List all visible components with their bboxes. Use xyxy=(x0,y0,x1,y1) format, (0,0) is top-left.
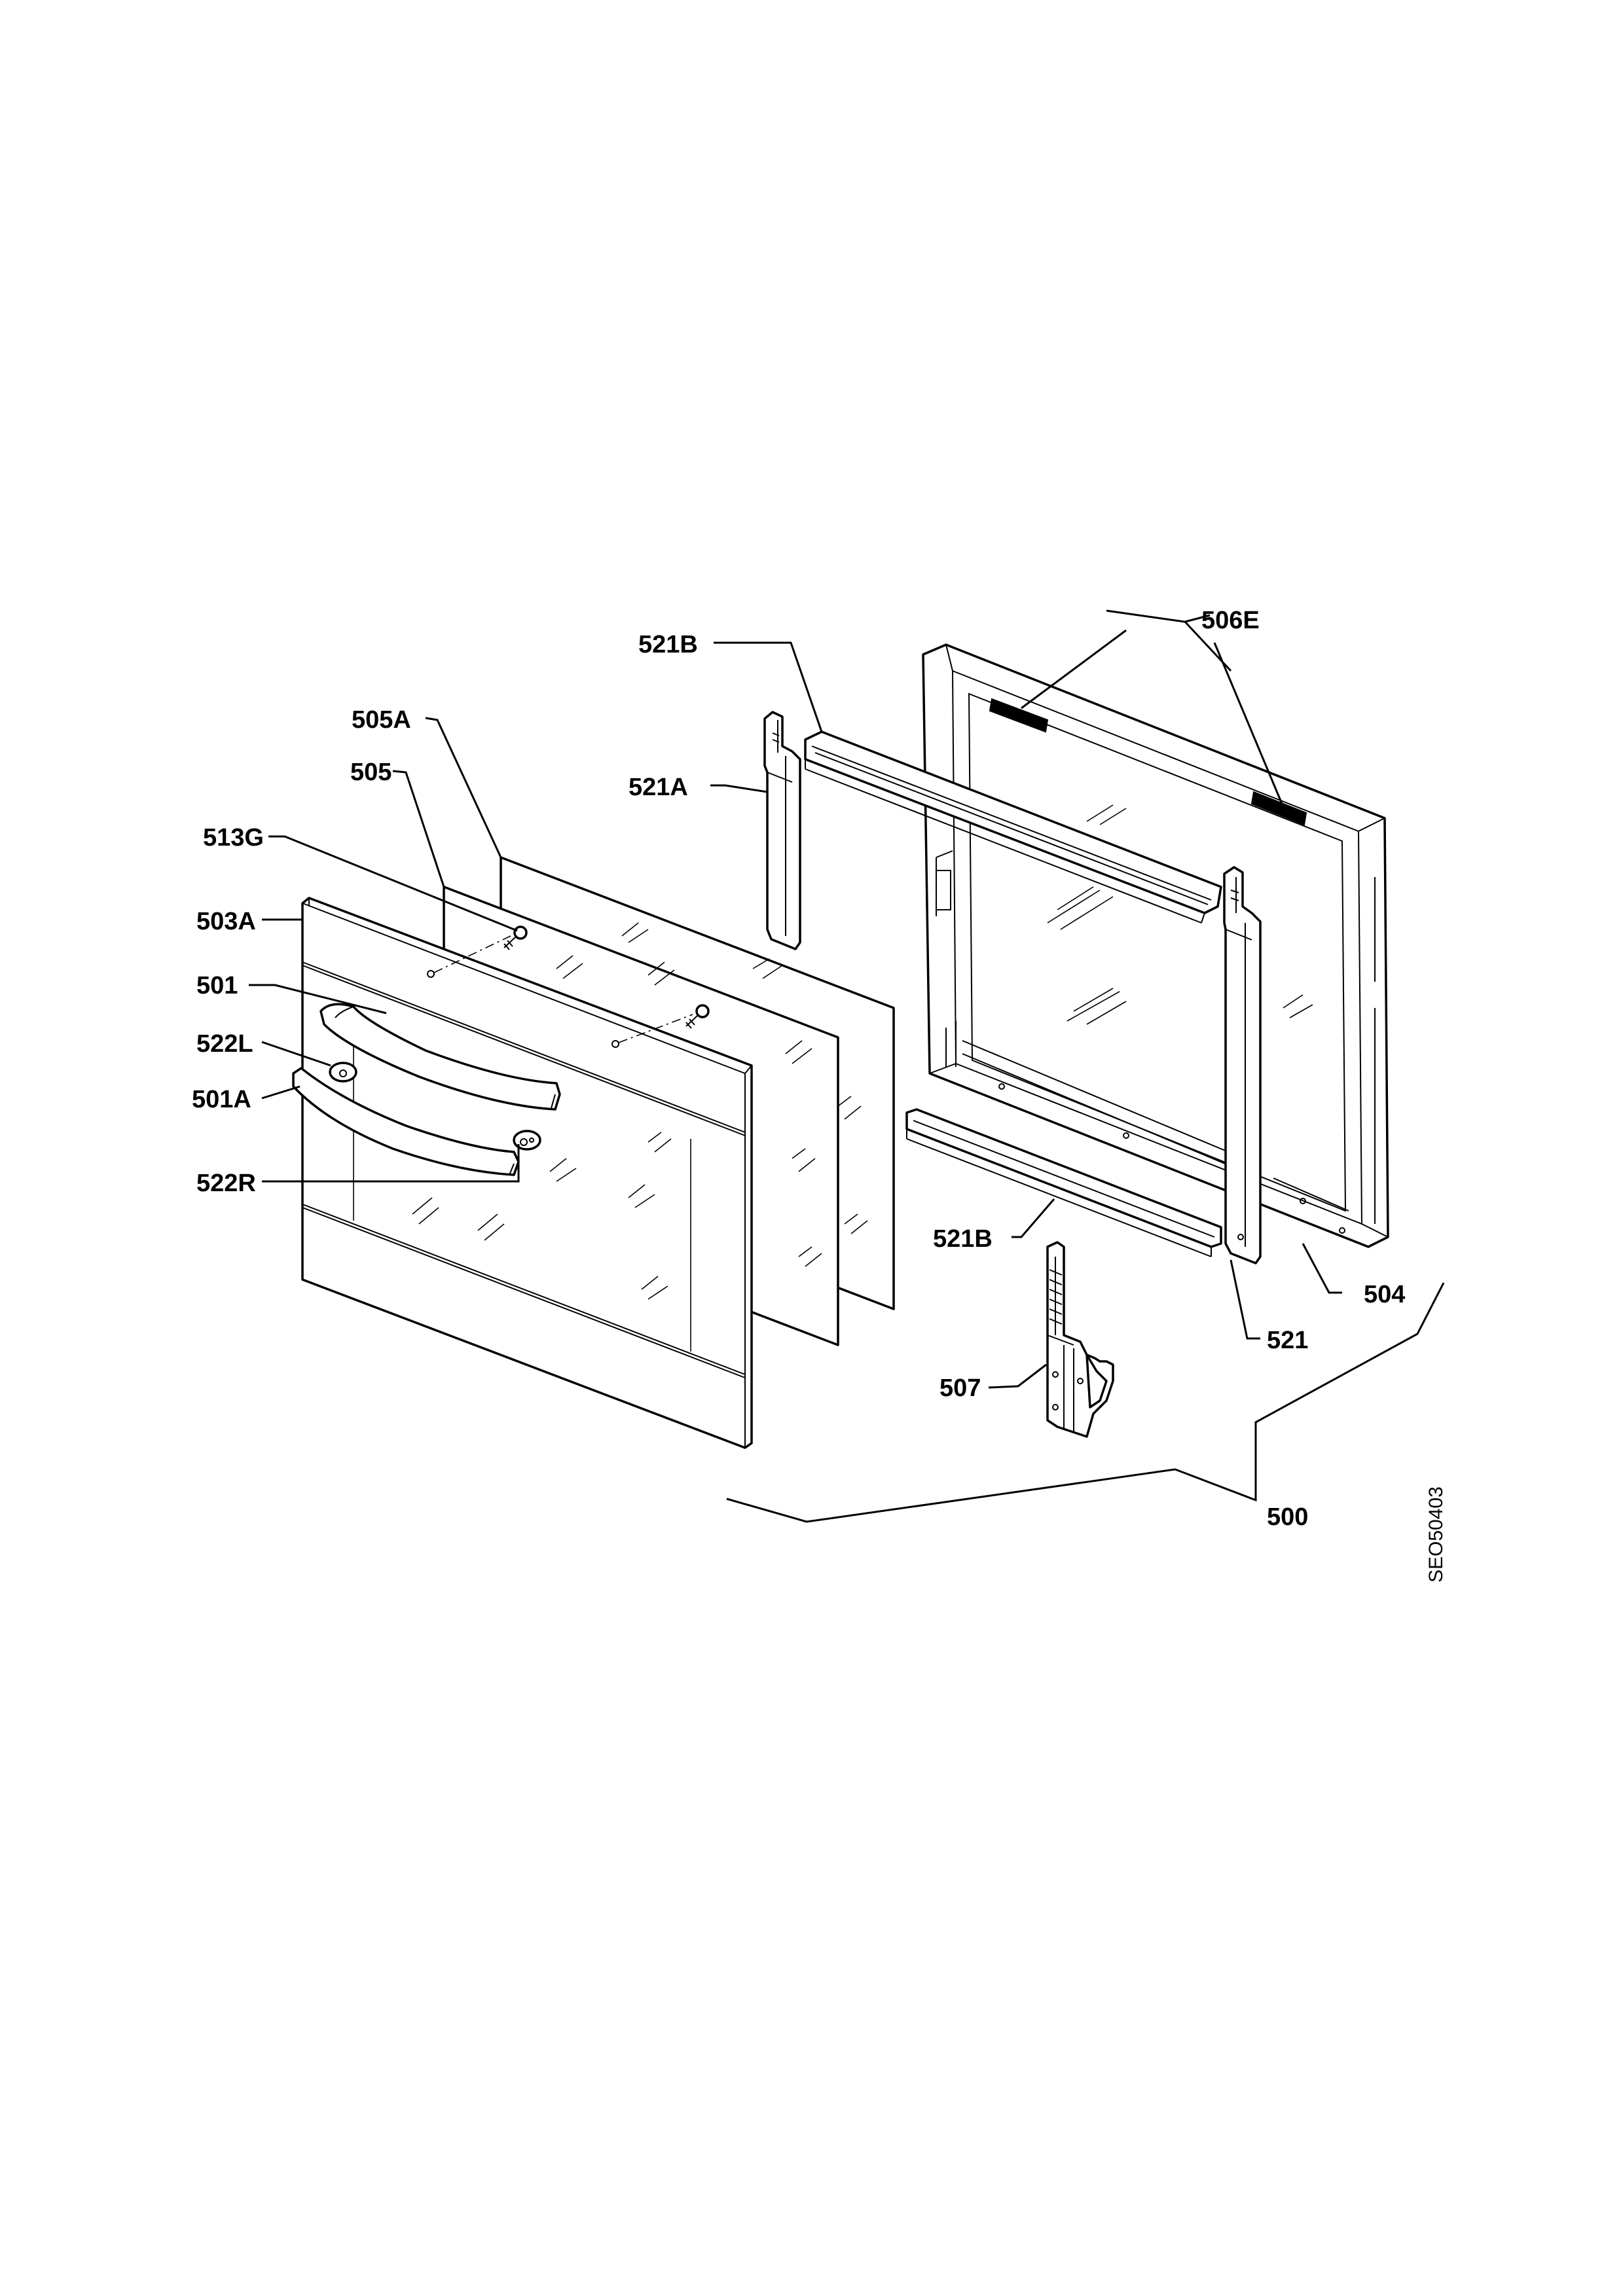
rear-door-frame xyxy=(922,643,1389,1248)
label-522L: 522L xyxy=(196,1030,253,1058)
label-501: 501 xyxy=(196,972,238,999)
left-side-strip xyxy=(763,711,801,950)
outer-door-glass xyxy=(301,897,753,1449)
door-handle-upper xyxy=(319,1003,561,1111)
label-504: 504 xyxy=(1364,1281,1405,1308)
handle-end-cap-right xyxy=(513,1130,541,1151)
label-505: 505 xyxy=(350,759,392,786)
label-513G: 513G xyxy=(203,824,264,852)
lower-glass-channel xyxy=(905,1108,1222,1257)
screw-lower xyxy=(685,1004,710,1029)
label-521B-top: 521B xyxy=(638,631,698,658)
label-521A: 521A xyxy=(629,774,688,801)
label-521: 521 xyxy=(1267,1327,1308,1354)
drawing-reference-code: SEO50403 xyxy=(1425,1486,1447,1583)
screw-upper xyxy=(503,925,528,950)
door-seal-upper-left xyxy=(989,698,1049,733)
label-521B-bottom: 521B xyxy=(933,1225,993,1253)
right-side-strip xyxy=(1223,866,1262,1265)
door-hinge xyxy=(1046,1241,1114,1438)
label-505A: 505A xyxy=(352,706,411,734)
door-seal-upper-right xyxy=(1250,791,1307,826)
label-507: 507 xyxy=(939,1374,981,1402)
callout-labels: 505A 505 513G 503A 501 522L 501A 522R 52… xyxy=(192,607,1405,1531)
label-503A: 503A xyxy=(196,908,256,935)
label-500: 500 xyxy=(1267,1503,1308,1531)
label-522R: 522R xyxy=(196,1170,256,1197)
handle-end-cap-left xyxy=(329,1062,357,1083)
label-501A: 501A xyxy=(192,1086,251,1113)
leader-lines xyxy=(249,609,1445,1523)
label-506E: 506E xyxy=(1201,607,1260,634)
